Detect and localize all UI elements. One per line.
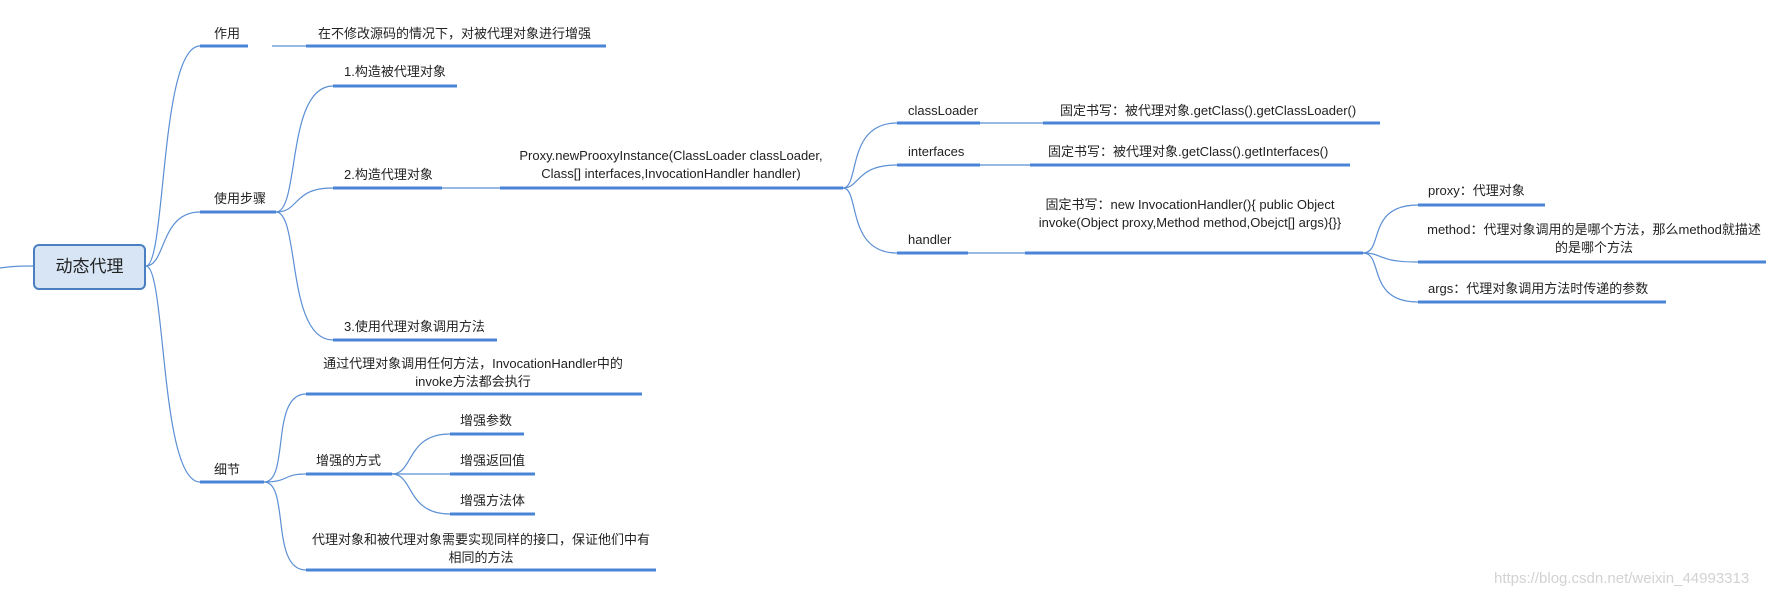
node-arg-args[interactable]: args：代理对象调用方法时传递的参数 xyxy=(1428,281,1649,296)
node-param-handler[interactable]: handler xyxy=(908,232,952,247)
node-purpose-detail[interactable]: 在不修改源码的情况下，对被代理对象进行增强 xyxy=(318,26,592,41)
node-detail-note-2[interactable]: 代理对象和被代理对象需要实现同样的接口，保证他们中有相同的方法 xyxy=(312,532,651,565)
node-classloader-detail[interactable]: 固定书写：被代理对象.getClass().getClassLoader() xyxy=(1060,103,1357,118)
node-enhance-body[interactable]: 增强方法体 xyxy=(460,493,526,508)
node-enhance-params[interactable]: 增强参数 xyxy=(460,413,513,428)
node-detail-note-1[interactable]: 通过代理对象调用任何方法，InvocationHandler中的invoke方法… xyxy=(323,356,623,389)
watermark: https://blog.csdn.net/weixin_44993313 xyxy=(1494,570,1750,587)
node-enhance-methods[interactable]: 增强的方式 xyxy=(316,453,382,468)
node-handler-detail[interactable]: 固定书写：new InvocationHandler(){ public Obj… xyxy=(1038,197,1342,230)
node-step-2[interactable]: 2.构造代理对象 xyxy=(344,167,433,182)
node-step-1[interactable]: 1.构造被代理对象 xyxy=(344,64,446,79)
node-steps[interactable]: 使用步骤 xyxy=(214,191,267,206)
node-param-interfaces[interactable]: interfaces xyxy=(908,144,965,159)
node-arg-proxy[interactable]: proxy：代理对象 xyxy=(1428,183,1525,198)
node-interfaces-detail[interactable]: 固定书写：被代理对象.getClass().getInterfaces() xyxy=(1048,144,1329,159)
node-proxy-call[interactable]: Proxy.newProoxyInstance(ClassLoader clas… xyxy=(519,148,823,181)
root-node[interactable]: 动态代理 xyxy=(33,244,146,290)
node-step-3[interactable]: 3.使用代理对象调用方法 xyxy=(344,319,485,334)
node-details[interactable]: 细节 xyxy=(214,462,241,477)
node-enhance-return[interactable]: 增强返回值 xyxy=(460,453,526,468)
node-arg-method[interactable]: method：代理对象调用的是哪个方法，那么method就描述的是哪个方法 xyxy=(1427,222,1761,255)
node-param-classloader[interactable]: classLoader xyxy=(908,103,979,118)
node-purpose[interactable]: 作用 xyxy=(214,26,241,41)
